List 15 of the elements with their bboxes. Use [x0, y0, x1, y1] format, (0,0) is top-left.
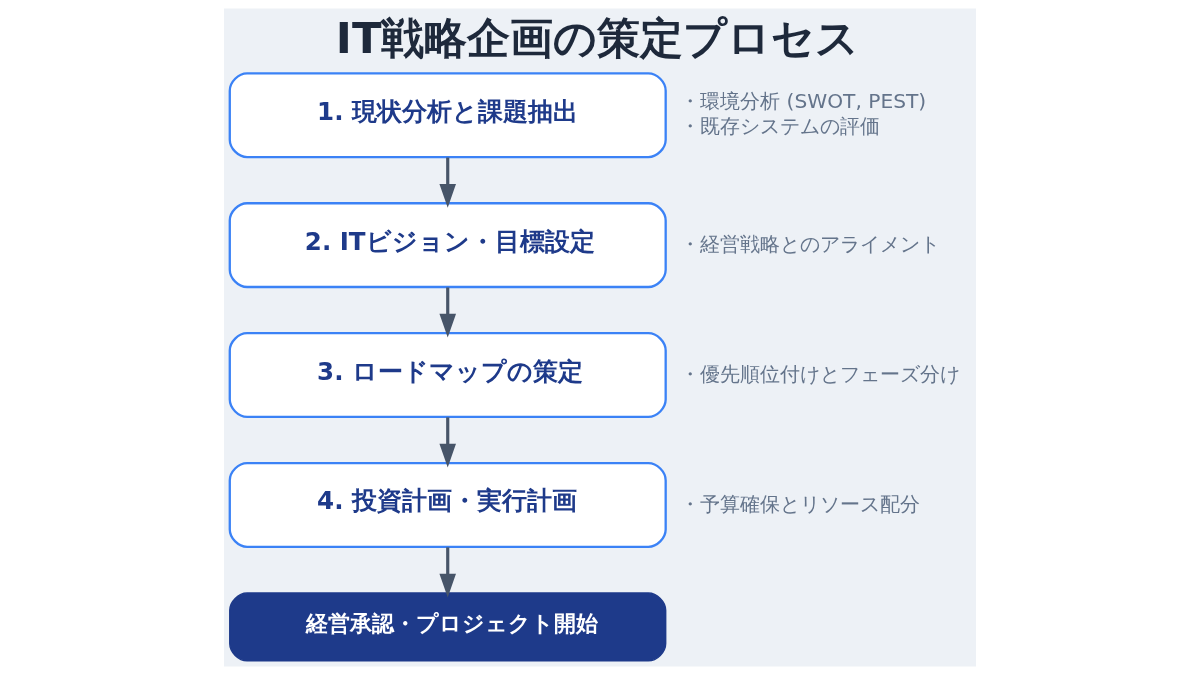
node-label: ・既存システムの評価: [680, 113, 881, 138]
arrow: [439, 547, 457, 598]
node-label: ・経営戦略とのアライメント: [680, 232, 941, 257]
node-label: ・予算確保とリソース配分: [680, 491, 921, 516]
arrow: [439, 417, 457, 468]
node-box: 3. ロードマップの策定: [228, 332, 667, 419]
node-label: ・優先順位付けとフェーズ分け: [680, 362, 961, 387]
diagram-title: IT戦略企画の策定プロセス: [335, 13, 860, 64]
arrow: [439, 157, 457, 208]
node-box: 2. ITビジョン・目標設定: [228, 202, 667, 289]
node-box: 4. 投資計画・実行計画: [228, 461, 667, 548]
node-box: 1. 現状分析と課題抽出: [228, 72, 667, 159]
node-label: ・環境分析 (SWOT, PEST): [680, 89, 927, 114]
arrow: [439, 287, 457, 338]
node-box: 経営承認・プロジェクト開始: [229, 592, 667, 662]
